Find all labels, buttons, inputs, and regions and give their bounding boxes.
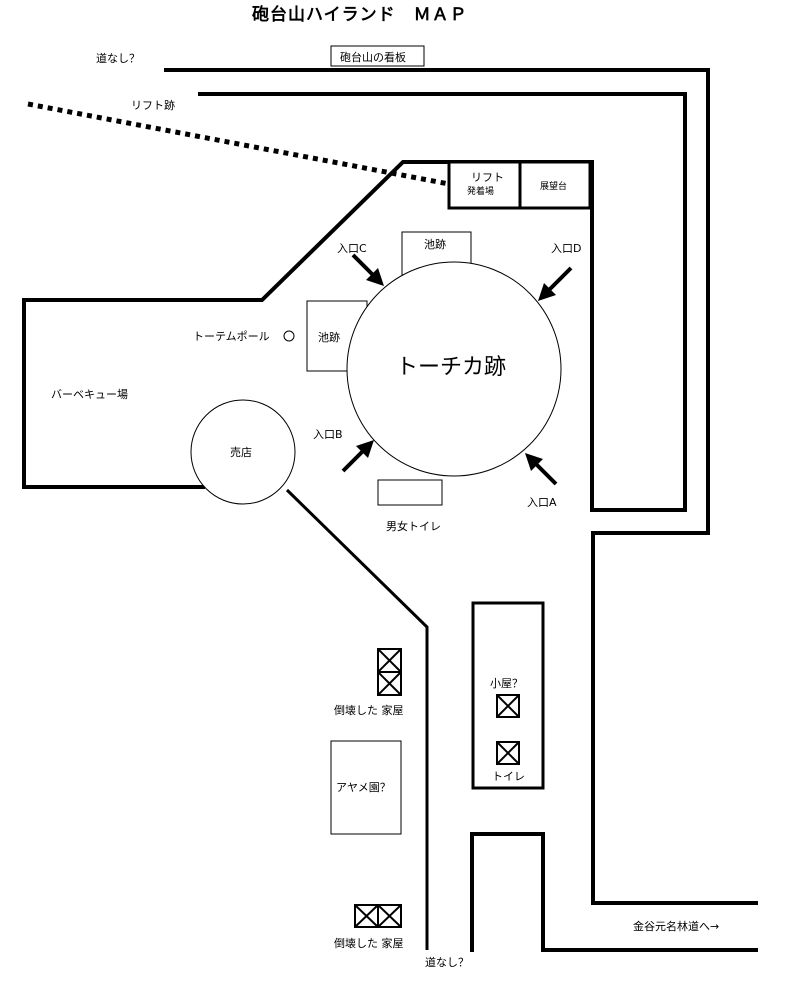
lift-ruins-label: リフト跡	[131, 98, 175, 112]
bbq-label: バーベキュー場	[51, 388, 128, 401]
no-road-bottom-label: 道なし？	[425, 955, 469, 969]
iris-garden-label: アヤメ園？	[336, 781, 391, 794]
pond-left-label: 池跡	[318, 330, 340, 344]
hut-label: 小屋？	[490, 677, 523, 690]
map-title: 砲台山ハイランド ＭＡＰ	[252, 4, 468, 25]
lift-station-label-1: リフト	[471, 171, 504, 184]
collapsed-house-1-label: 倒壊した 家屋	[334, 703, 404, 717]
entrance-b-arrow-icon	[341, 440, 374, 473]
pond-top-label: 池跡	[424, 237, 446, 251]
totem-pole-label: トーテムポール	[193, 330, 270, 343]
entrance-a-label: 入口A	[527, 496, 557, 509]
entrance-d-label: 入口D	[551, 242, 581, 255]
iris-garden-box	[330, 740, 402, 835]
shop-label: 売店	[230, 445, 252, 459]
observatory-building	[518, 160, 592, 210]
entrance-a-arrow-icon	[525, 453, 558, 486]
outer-road	[164, 68, 758, 905]
signboard-label: 砲台山の看板	[340, 50, 406, 64]
toilet-label: トイレ	[492, 770, 525, 783]
totem-pole-marker-icon	[283, 330, 295, 342]
lift-ruins-line	[27, 101, 450, 187]
lift-station-label-2: 発着場	[467, 185, 494, 197]
entrance-c-label: 入口C	[337, 242, 367, 255]
toilet-mf-label: 男女トイレ	[386, 519, 441, 533]
torchika-label: トーチカ跡	[396, 355, 506, 380]
lift-station-building	[447, 160, 522, 210]
no-road-top-label: 道なし？	[96, 51, 140, 65]
signboard-box	[330, 45, 425, 67]
entrance-b-label: 入口B	[313, 428, 343, 441]
shop-circle	[190, 399, 296, 505]
collapsed-house-2-icon	[354, 904, 402, 928]
observatory-label: 展望台	[540, 180, 567, 192]
toilet-icon	[496, 741, 520, 765]
shop-path	[285, 488, 429, 950]
toilet-mf-box	[377, 479, 443, 506]
collapsed-house-2-label: 倒壊した 家屋	[334, 936, 404, 950]
forest-road-label: 金谷元名林道へ→	[633, 919, 719, 933]
lower-road	[470, 832, 758, 952]
torchika-circle	[346, 261, 562, 477]
entrance-d-arrow-icon	[538, 266, 573, 301]
hut-icon	[496, 694, 520, 718]
entrance-c-arrow-icon	[351, 253, 384, 286]
collapsed-house-1-icon	[377, 648, 402, 696]
